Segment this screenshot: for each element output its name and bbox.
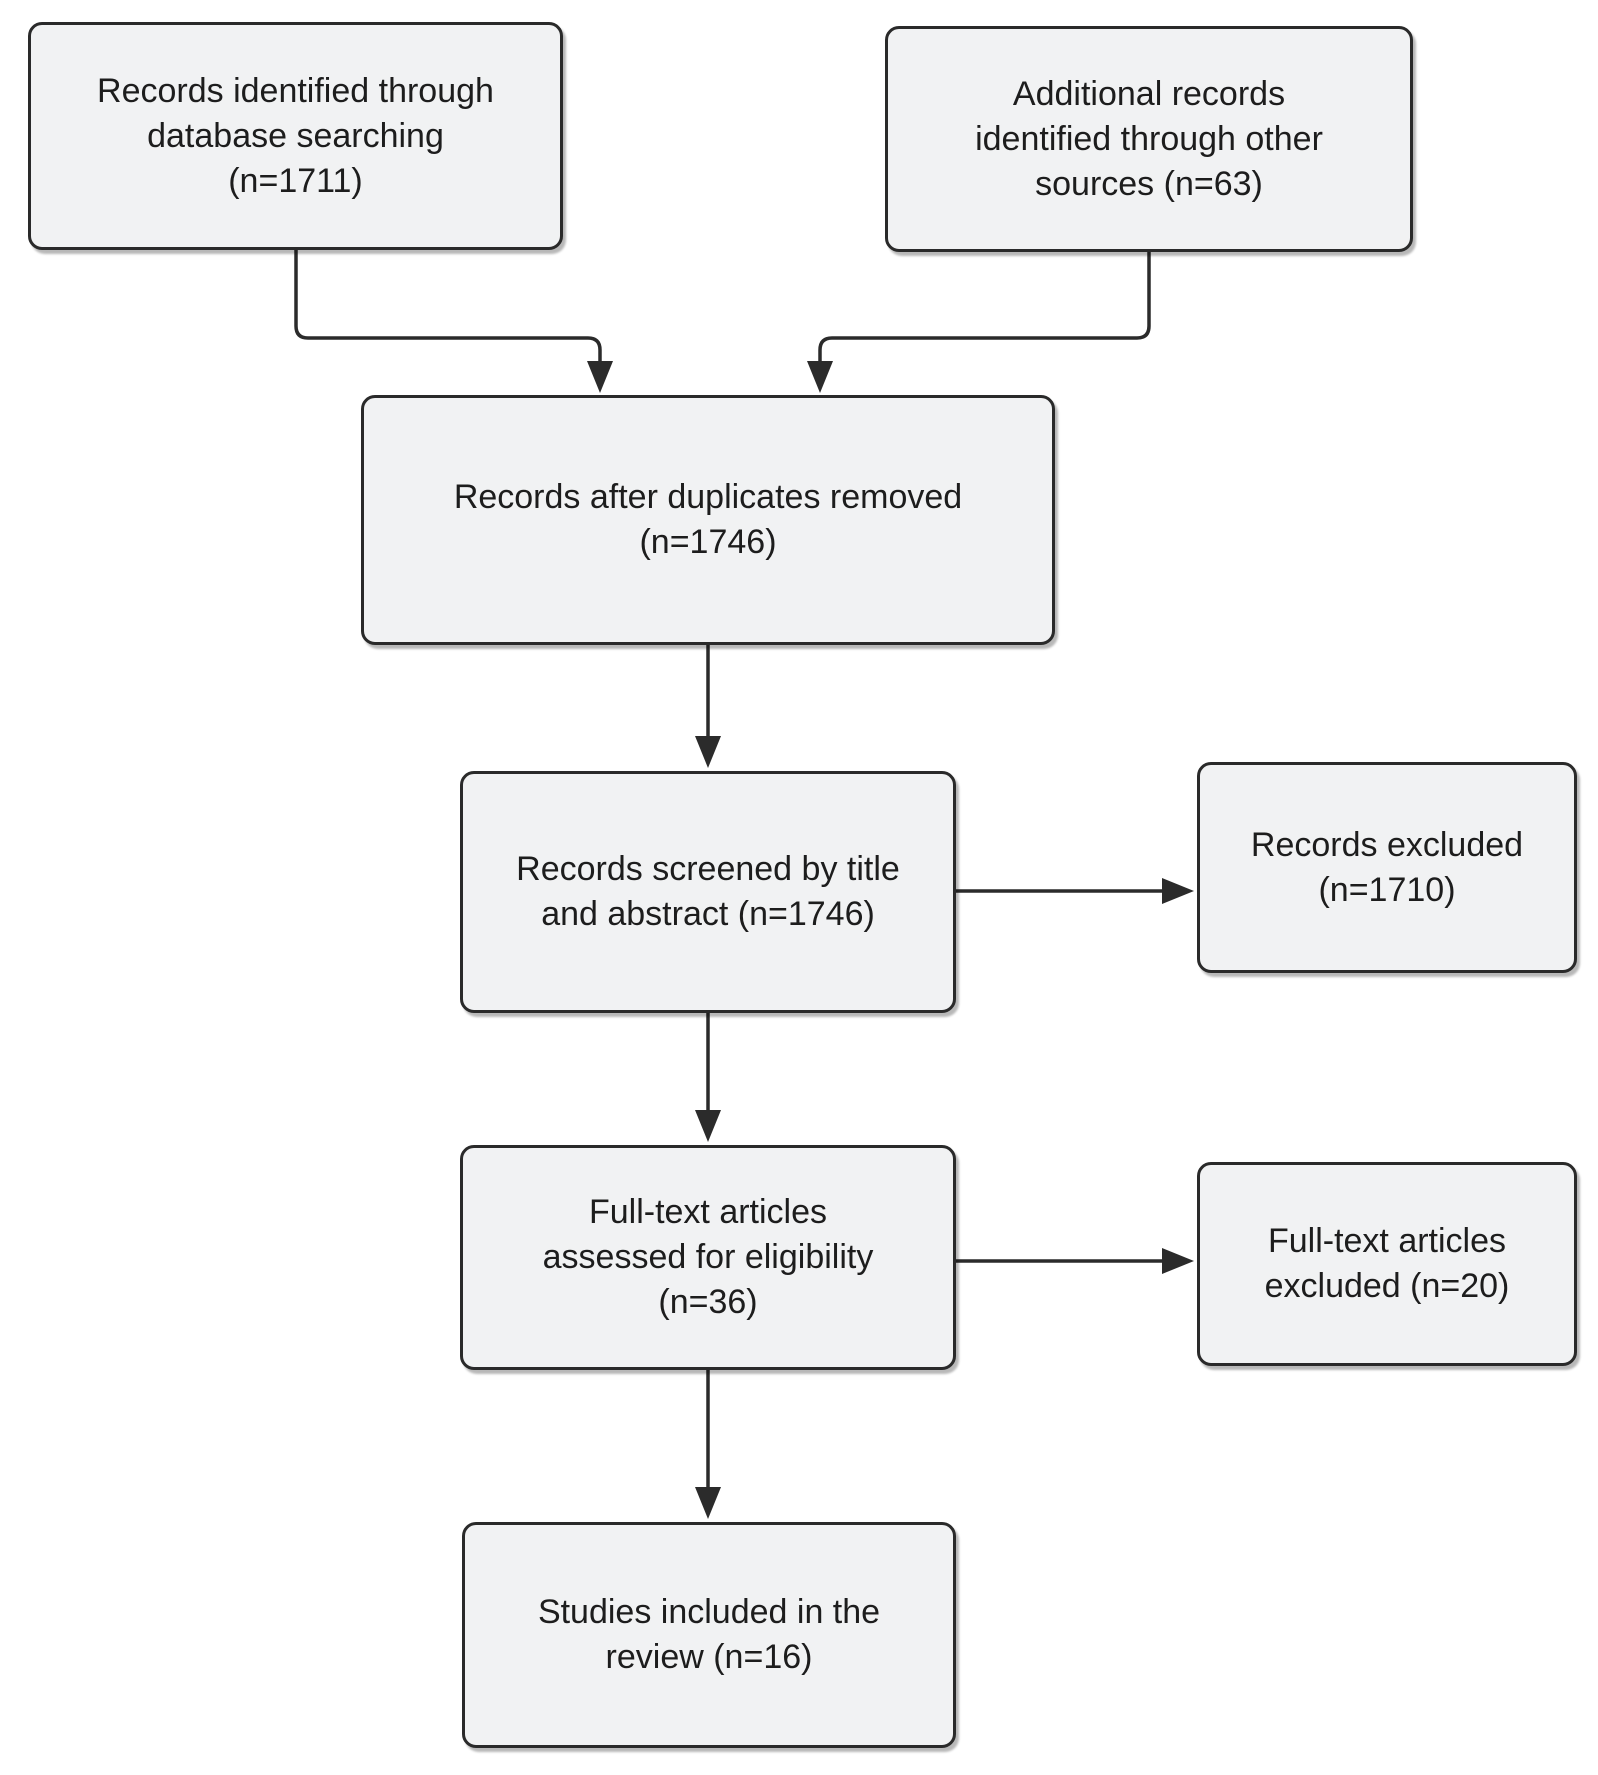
arrowhead-other-sources-to-duplicates: [807, 361, 833, 393]
node-text-line: (n=1710): [1318, 870, 1456, 909]
node-text-line: Records screened by title: [516, 850, 900, 888]
node-records-identified-database: Records identified through database sear…: [28, 22, 563, 250]
node-text-line: sources (n=63): [1035, 164, 1263, 203]
node-text-line: Full-text articles: [1267, 1222, 1507, 1260]
node-records-excluded: Records excluded (n=1710): [1197, 762, 1577, 973]
node-text-line: review (n=16): [605, 1638, 813, 1676]
node-text-line: Additional records: [1012, 74, 1286, 113]
node-records-after-duplicates-removed: Records after duplicates removed (n=1746…: [361, 395, 1055, 645]
connector-other-sources-to-duplicates: [818, 252, 1151, 366]
node-text-line: (n=1746): [639, 523, 777, 561]
node-text-line: and abstract (n=1746): [541, 895, 875, 933]
node-text-line: assessed for eligibility: [542, 1238, 874, 1276]
arrowhead-fulltext-to-excluded: [1162, 1248, 1194, 1274]
connector-database-to-duplicates: [294, 250, 602, 366]
node-fulltext-assessed: Full-text articles assessed for eligibil…: [460, 1145, 956, 1370]
node-studies-included: Studies included in the review (n=16): [462, 1522, 956, 1748]
node-text-line: Records after duplicates removed: [453, 478, 963, 516]
node-fulltext-excluded: Full-text articles excluded (n=20): [1197, 1162, 1577, 1366]
node-text-line: Full-text articles: [588, 1193, 828, 1231]
arrowhead-screened-to-fulltext: [695, 1110, 721, 1142]
node-text-line: excluded (n=20): [1264, 1267, 1510, 1305]
arrowhead-duplicates-to-screened: [695, 736, 721, 768]
node-text-line: Records excluded: [1250, 825, 1524, 864]
arrowhead-fulltext-to-included: [695, 1487, 721, 1519]
node-records-screened: Records screened by title and abstract (…: [460, 771, 956, 1013]
node-text-line: (n=1711): [228, 161, 363, 200]
node-text-line: Studies included in the: [537, 1593, 881, 1631]
node-text-line: identified through other: [975, 119, 1323, 158]
node-additional-records-other-sources: Additional records identified through ot…: [885, 26, 1413, 252]
node-text-line: Records identified through: [97, 71, 494, 110]
node-text-line: database searching: [147, 116, 444, 155]
arrowhead-screened-to-excluded: [1162, 878, 1194, 904]
arrowhead-database-to-duplicates: [587, 361, 613, 393]
node-text-line: (n=36): [658, 1283, 758, 1321]
